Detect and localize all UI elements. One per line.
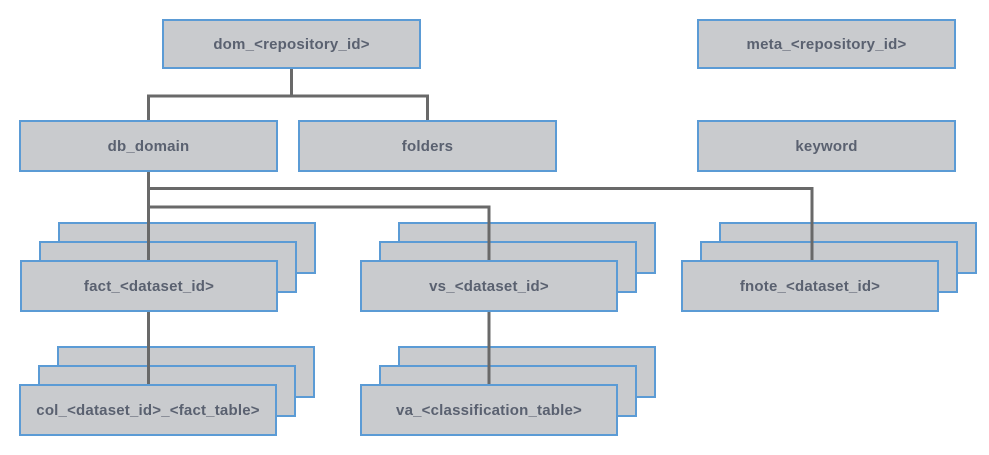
node-dom-repository: dom_<repository_id> <box>162 19 421 69</box>
node-folders-label: folders <box>401 137 454 155</box>
node-meta-repository: meta_<repository_id> <box>697 19 956 69</box>
node-db-domain: db_domain <box>19 120 278 172</box>
edge-dom-to-children <box>147 69 429 120</box>
node-fact-dataset: fact_<dataset_id> <box>20 260 278 312</box>
node-va-classification-table-label: va_<classification_table> <box>396 401 582 419</box>
node-db-domain-label: db_domain <box>107 137 190 155</box>
node-folders: folders <box>298 120 557 172</box>
node-fnote-dataset: fnote_<dataset_id> <box>681 260 939 312</box>
node-fnote-dataset-label: fnote_<dataset_id> <box>739 277 881 295</box>
node-vs-dataset: vs_<dataset_id> <box>360 260 618 312</box>
node-keyword: keyword <box>697 120 956 172</box>
node-col-dataset-fact-table: col_<dataset_id>_<fact_table> <box>19 384 277 436</box>
node-vs-dataset-label: vs_<dataset_id> <box>429 277 549 295</box>
node-va-classification-table: va_<classification_table> <box>360 384 618 436</box>
node-fact-dataset-label: fact_<dataset_id> <box>83 277 215 295</box>
node-keyword-label: keyword <box>795 137 858 155</box>
node-meta-repository-label: meta_<repository_id> <box>746 35 907 53</box>
node-dom-repository-label: dom_<repository_id> <box>213 35 370 53</box>
node-col-dataset-fact-table-label: col_<dataset_id>_<fact_table> <box>36 401 260 419</box>
